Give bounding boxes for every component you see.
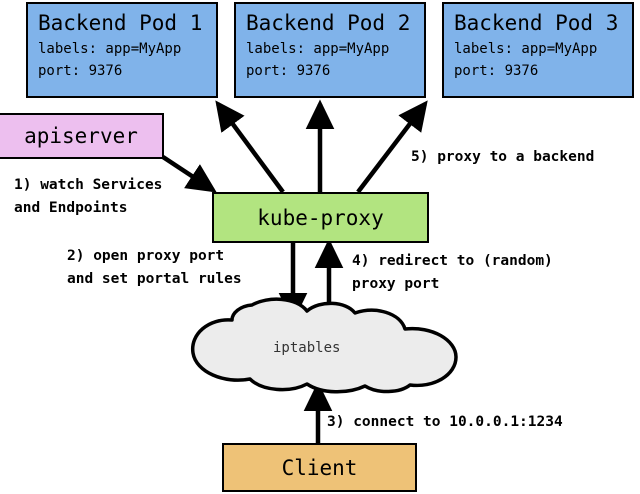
- iptables-label: iptables: [273, 340, 341, 356]
- arrow-kube-proxy-to-pod-3: [356, 100, 428, 194]
- client-box: Client: [222, 443, 417, 492]
- backend-pod-1-labels: labels: app=MyApp: [38, 41, 182, 57]
- backend-pod-2-labels: labels: app=MyApp: [246, 41, 390, 57]
- step-5-label: 5) proxy to a backend: [411, 149, 595, 165]
- arrow-kube-proxy-to-pod-1: [215, 100, 285, 194]
- backend-pod-1-box: Backend Pod 1 labels: app=MyApp port: 93…: [26, 2, 218, 98]
- backend-pod-3-port: port: 9376: [454, 63, 539, 79]
- step-1-label-line-2: and Endpoints: [14, 200, 128, 216]
- backend-pod-2-port: port: 9376: [246, 63, 331, 79]
- arrow-apiserver-to-kube-proxy: [161, 155, 217, 193]
- step-3-label: 3) connect to 10.0.0.1:1234: [327, 414, 563, 430]
- step-1-label-line-1: 1) watch Services: [14, 177, 163, 193]
- kube-proxy-label: kube-proxy: [257, 205, 384, 230]
- backend-pod-3-labels: labels: app=MyApp: [454, 41, 598, 57]
- client-label: Client: [281, 455, 358, 480]
- kube-proxy-box: kube-proxy: [212, 192, 429, 243]
- iptables-cloud-shape: [191, 297, 458, 394]
- step-4-label-line-2: proxy port: [352, 276, 440, 292]
- apiserver-box: apiserver: [0, 113, 164, 159]
- backend-pod-3-title: Backend Pod 3: [454, 11, 619, 35]
- backend-pod-1-port: port: 9376: [38, 63, 123, 79]
- backend-pod-2-box: Backend Pod 2 labels: app=MyApp port: 93…: [234, 2, 426, 98]
- step-2-label-line-2: and set portal rules: [67, 271, 242, 287]
- backend-pod-1-title: Backend Pod 1: [38, 11, 203, 35]
- apiserver-label: apiserver: [24, 124, 138, 148]
- step-4-label-line-1: 4) redirect to (random): [352, 253, 553, 269]
- step-2-label-line-1: 2) open proxy port: [67, 248, 225, 264]
- backend-pod-3-box: Backend Pod 3 labels: app=MyApp port: 93…: [442, 2, 634, 98]
- backend-pod-2-title: Backend Pod 2: [246, 11, 411, 35]
